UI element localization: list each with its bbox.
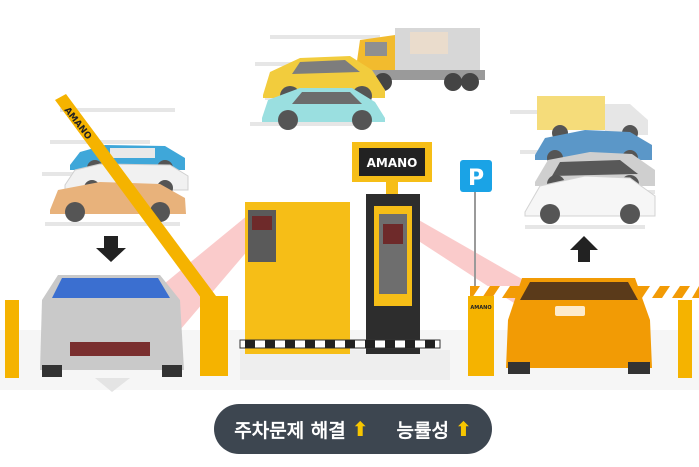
car-gray-entering	[40, 275, 184, 392]
car-orange-exiting	[506, 278, 652, 374]
parking-sign-label: P	[468, 166, 484, 191]
benefit-efficiency-text: 능률성	[396, 419, 449, 442]
benefit-parking-text: 주차문제 해결	[234, 419, 346, 442]
arrow-up-icon: ⬆	[454, 417, 472, 441]
benefit-efficiency: 능률성 ⬆	[397, 416, 472, 443]
car-white-right	[524, 175, 656, 224]
truck-right	[537, 96, 648, 141]
parking-sign: P	[460, 160, 492, 295]
benefit-parking: 주차문제 해결 ⬆	[234, 416, 368, 443]
gate-post-right	[468, 296, 494, 376]
floor-barrier	[239, 339, 441, 349]
ticket-booth	[245, 202, 350, 354]
booth-sign-label: AMANO	[367, 156, 418, 170]
arrow-up-icon: ⬆	[351, 417, 369, 441]
up-arrow-icon	[570, 236, 598, 262]
truck-top-center	[350, 28, 485, 91]
car-tan-left	[50, 182, 186, 222]
gate-post-left	[200, 296, 228, 376]
post-far-right	[678, 300, 692, 378]
pay-station: AMANO	[352, 142, 432, 354]
down-arrow-icon	[96, 236, 126, 262]
gate-label: AMANO	[470, 305, 491, 311]
car-teal-top	[262, 88, 385, 130]
benefits-pill: 주차문제 해결 ⬆ 능률성 ⬆	[214, 404, 492, 454]
post-far-left	[5, 300, 19, 378]
gate-island	[240, 350, 450, 380]
